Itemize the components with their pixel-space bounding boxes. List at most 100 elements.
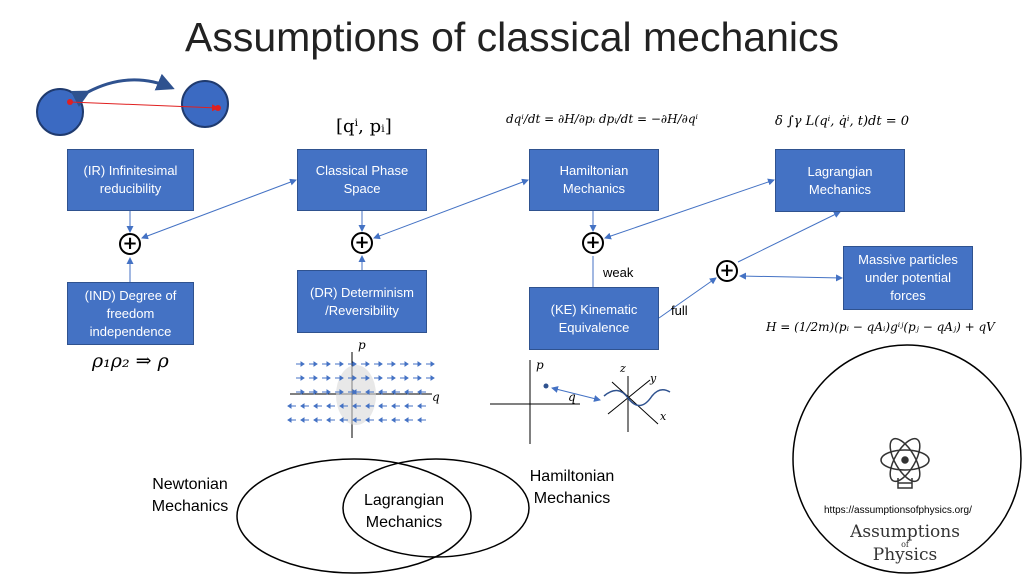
hamilton-equations: dqⁱ/dt = ∂H/∂pᵢ dpᵢ/dt = −∂H/∂qⁱ — [506, 112, 698, 126]
venn-newtonian-label: Newtonian Mechanics — [151, 476, 229, 515]
vector-field-arrowhead — [300, 403, 305, 409]
vector-field-arrowhead — [417, 361, 422, 367]
vector-field-arrowhead — [404, 417, 409, 423]
point-p-label: p — [536, 358, 544, 372]
phase-space-plot — [287, 352, 435, 438]
vector-field-arrowhead — [339, 403, 344, 409]
vector-field-arrowhead — [339, 375, 344, 381]
vector-field-arrowhead — [300, 375, 305, 381]
plus-node-lag-full: + — [716, 260, 738, 282]
vector-field-arrowhead — [339, 417, 344, 423]
vector-field-arrowhead — [352, 375, 357, 381]
box-label: (KE) Kinematic Equivalence — [550, 301, 638, 335]
vector-field-arrowhead — [313, 375, 318, 381]
phase-p-label: p — [358, 338, 366, 352]
point-plot — [490, 360, 601, 444]
vector-field-arrowhead — [391, 389, 396, 395]
3d-plot — [603, 376, 671, 432]
box-massive-particles[interactable]: Massive particles under potential forces — [843, 246, 973, 310]
vector-field-arrowhead — [300, 417, 305, 423]
rho-formula: ρ₁ρ₂ ⇒ ρ — [92, 350, 169, 372]
vector-field-arrowhead — [352, 389, 357, 395]
vector-field-arrowhead — [300, 361, 305, 367]
logo-url[interactable]: https://assumptionsofphysics.org/ — [824, 505, 972, 516]
vector-field-arrowhead — [391, 417, 396, 423]
vector-field-arrowhead — [365, 361, 370, 367]
vector-field-arrowhead — [287, 403, 292, 409]
vector-field-arrowhead — [365, 375, 370, 381]
vector-field-arrowhead — [378, 403, 383, 409]
vector-field-arrowhead — [326, 389, 331, 395]
vector-field-arrowhead — [339, 389, 344, 395]
vector-field-arrowhead — [352, 403, 357, 409]
vector-field-arrowhead — [365, 389, 370, 395]
vector-field-arrowhead — [352, 361, 357, 367]
phase-space-coords: [qⁱ, pᵢ] — [336, 116, 392, 137]
vector-field-arrowhead — [417, 417, 422, 423]
vector-field-arrowhead — [326, 403, 331, 409]
box-infinitesimal-reducibility[interactable]: (IR) Infinitesimal reducibility — [67, 149, 194, 211]
axis-z-label: z — [620, 362, 626, 375]
logo-name-of: of — [901, 540, 909, 549]
box-lagrangian-mechanics[interactable]: Lagrangian Mechanics — [775, 149, 905, 212]
venn-hamiltonian-label: Hamiltonian Mechanics — [529, 468, 615, 507]
box-kinematic-equivalence[interactable]: (KE) Kinematic Equivalence — [529, 287, 659, 350]
vector-field-arrowhead — [339, 361, 344, 367]
page-title: Assumptions of classical mechanics — [185, 14, 839, 60]
vector-field-arrowhead — [313, 403, 318, 409]
vector-field-arrowhead — [313, 361, 318, 367]
vector-field-arrowhead — [430, 361, 435, 367]
box-determinism-reversibility[interactable]: (DR) Determinism /Reversibility — [297, 270, 427, 333]
vector-field-arrowhead — [417, 375, 422, 381]
vector-field-arrowhead — [417, 389, 422, 395]
lightbulb-logo-icon — [880, 437, 930, 489]
box-label: Lagrangian Mechanics — [807, 163, 873, 197]
point-q-label: q — [568, 390, 576, 404]
vector-field-arrowhead — [352, 417, 357, 423]
vector-field-arrowhead — [326, 417, 331, 423]
logo-name-top: Assumptions — [850, 522, 960, 542]
plus-node-ham-ke: + — [582, 232, 604, 254]
box-label: Massive particles under potential forces — [858, 252, 958, 303]
vector-field-arrowhead — [391, 375, 396, 381]
vector-field-arrowhead — [404, 375, 409, 381]
logo-name-bottom: Physics — [872, 545, 938, 565]
vector-field-arrowhead — [391, 361, 396, 367]
vector-field-arrowhead — [404, 389, 409, 395]
plus-node-ir-ind: + — [119, 233, 141, 255]
full-label: full — [671, 303, 688, 318]
vector-field-arrowhead — [300, 389, 305, 395]
axis-x-label: x — [660, 410, 667, 423]
phase-q-label: q — [432, 390, 440, 404]
vector-field-arrowhead — [430, 375, 435, 381]
vector-field-arrowhead — [404, 361, 409, 367]
box-label: (IR) Infinitesimal reducibility — [83, 163, 178, 196]
vector-field-arrowhead — [378, 375, 383, 381]
weak-label: weak — [603, 265, 634, 280]
hamiltonian-formula: H = (1/2m)(pᵢ − qAᵢ)gⁱʲ(pⱼ − qAⱼ) + qV — [766, 320, 995, 334]
venn-lagrangian-label: Lagrangian Mechanics — [363, 492, 445, 531]
vector-field-arrowhead — [326, 361, 331, 367]
vector-field-arrowhead — [365, 417, 370, 423]
vector-field-arrowhead — [313, 417, 318, 423]
vector-field-arrowhead — [313, 389, 318, 395]
vector-field-arrowhead — [378, 389, 383, 395]
box-label: Hamiltonian Mechanics — [559, 163, 629, 196]
vector-field-arrowhead — [391, 403, 396, 409]
box-label: (IND) Degree of freedom independence — [84, 287, 177, 339]
vector-field-arrowhead — [417, 403, 422, 409]
axis-y-label: y — [650, 372, 657, 385]
box-label: (DR) Determinism /Reversibility — [310, 284, 414, 318]
least-action-principle: δ ∫γ L(qⁱ, q̇ⁱ, t)dt = 0 — [775, 114, 910, 129]
plus-node-cps-dr: + — [351, 232, 373, 254]
vector-field-arrowhead — [365, 403, 370, 409]
box-classical-phase-space[interactable]: Classical Phase Space — [297, 149, 427, 211]
vector-field-arrowhead — [378, 361, 383, 367]
vector-field-arrowhead — [326, 375, 331, 381]
box-dof-independence[interactable]: (IND) Degree of freedom independence — [67, 282, 194, 345]
vector-field-arrowhead — [287, 417, 292, 423]
vector-field-arrowhead — [378, 417, 383, 423]
vector-field-arrowhead — [404, 403, 409, 409]
box-hamiltonian-mechanics[interactable]: Hamiltonian Mechanics — [529, 149, 659, 211]
